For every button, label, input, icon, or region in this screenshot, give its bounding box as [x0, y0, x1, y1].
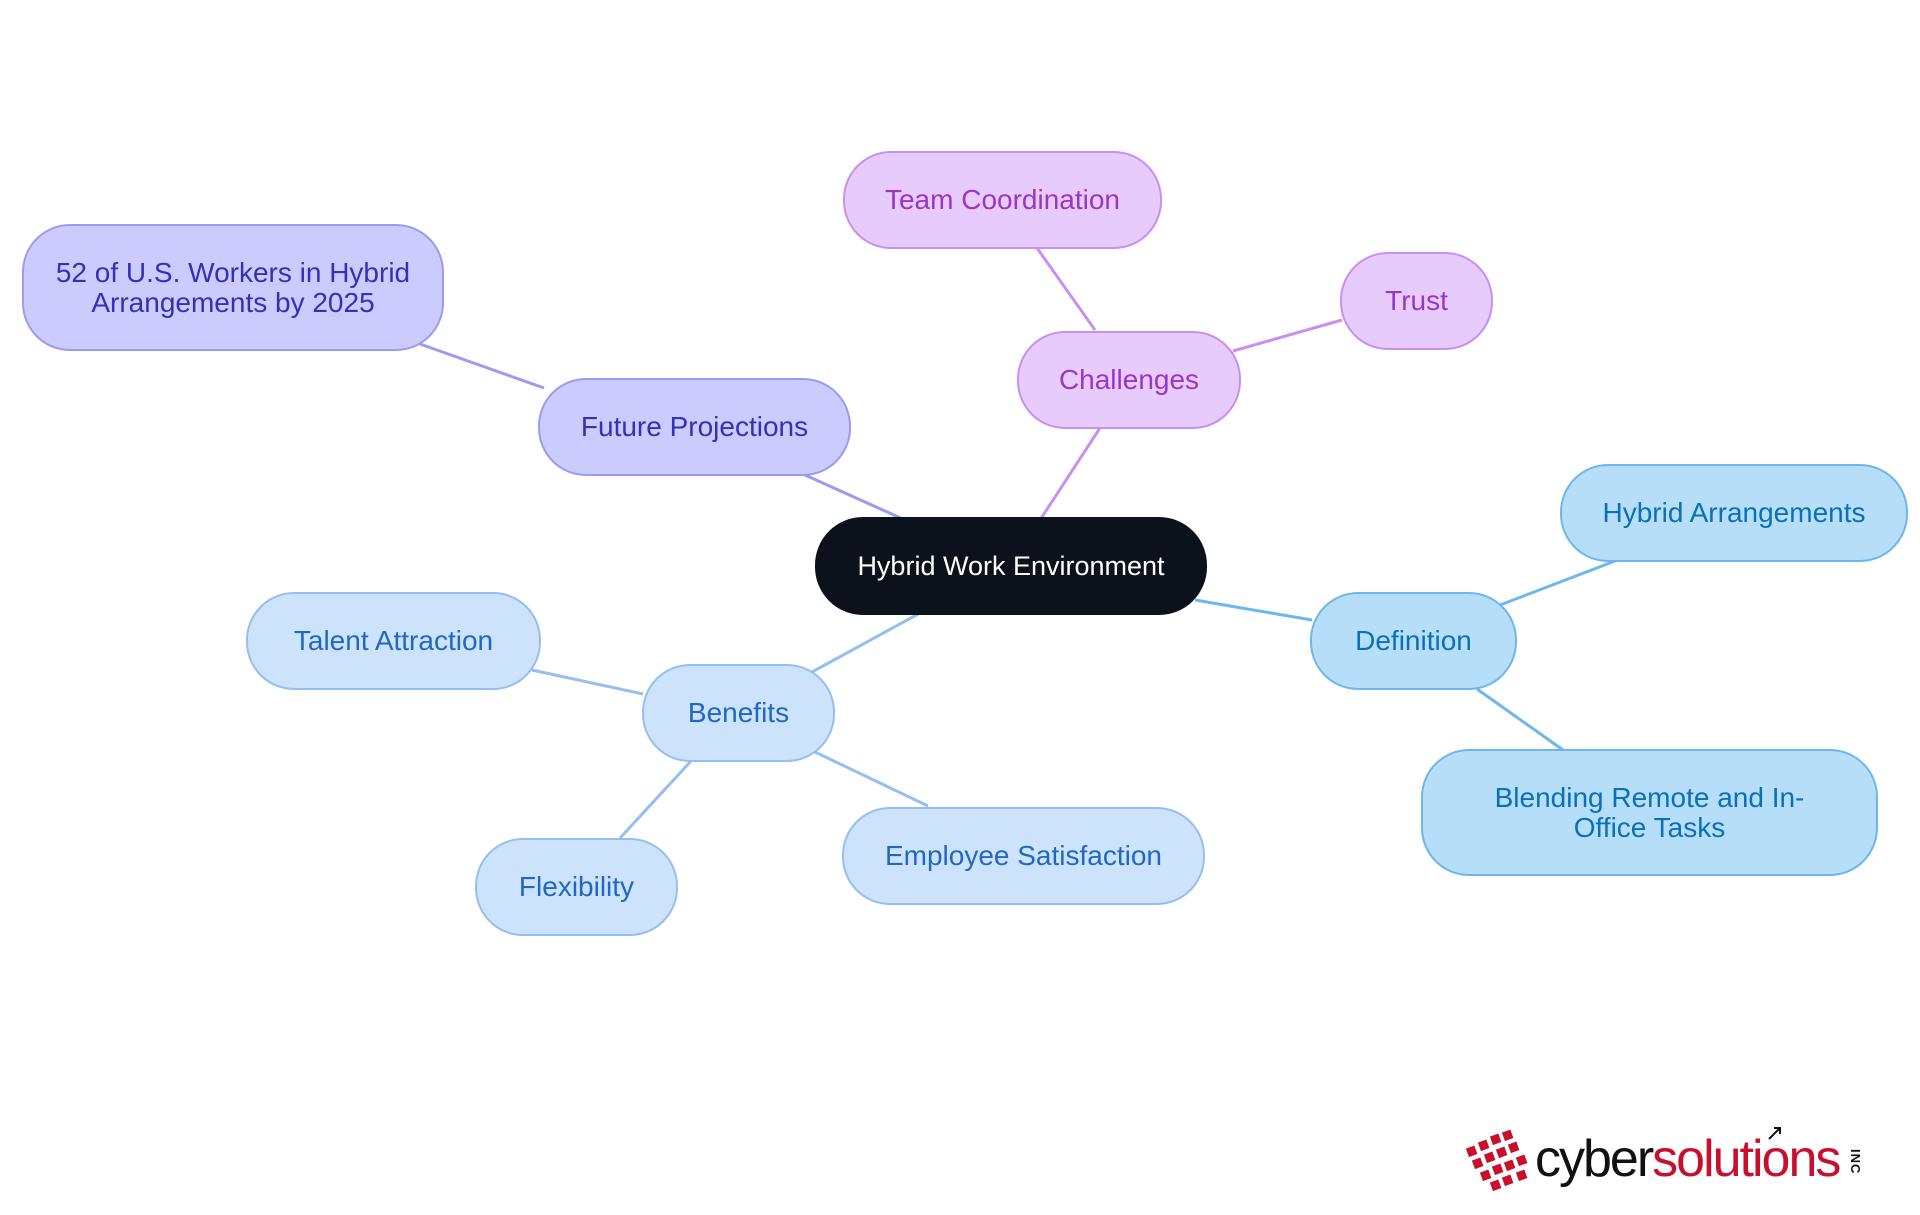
leaf-node-hybrid-workers-2025: 52 of U.S. Workers in Hybrid Arrangement… [22, 224, 444, 351]
leaf-node-team-coordination: Team Coordination [843, 151, 1162, 249]
leaf-label-hybrid-workers-2025: 52 of U.S. Workers in Hybrid Arrangement… [55, 256, 411, 318]
root-node: Hybrid Work Environment [815, 517, 1207, 615]
leaf-label-trust: Trust [1385, 285, 1448, 316]
leaf-label-flexibility: Flexibility [518, 871, 635, 902]
logo-wordmark: cybersolutions [1535, 1129, 1841, 1189]
edge-root-benefits [811, 611, 921, 674]
leaf-node-trust: Trust [1340, 252, 1493, 350]
branch-label-definition: Definition [1355, 625, 1472, 656]
edge-challenges-trust [1232, 318, 1343, 353]
logo-mark-icon [1465, 1129, 1528, 1192]
edge-definition-hybrid-arrangements [1499, 559, 1616, 607]
leaf-node-flexibility: Flexibility [475, 838, 678, 936]
leaf-label-team-coordination: Team Coordination [884, 184, 1121, 215]
edge-root-future-projections [804, 473, 906, 522]
edge-root-definition [1194, 598, 1313, 622]
cybersolutions-logo: cybersolutions INC [1465, 1125, 1875, 1195]
logo-text-solutions: solutions [1652, 1130, 1841, 1188]
leaf-label-employee-satisfaction: Employee Satisfaction [884, 840, 1163, 871]
branch-node-definition: Definition [1310, 592, 1517, 690]
branch-node-benefits: Benefits [642, 664, 835, 762]
edge-challenges-team-coordination [1035, 247, 1097, 331]
leaf-label-talent-attraction: Talent Attraction [293, 625, 494, 656]
root-node-label: Hybrid Work Environment [857, 551, 1165, 581]
branch-label-future-projections: Future Projections [580, 411, 809, 442]
logo-text-cyber: cyber [1535, 1130, 1654, 1188]
branch-label-benefits: Benefits [687, 697, 790, 728]
leaf-label-blending-tasks: Blending Remote and In-Office Tasks [1494, 781, 1805, 843]
logo-suffix-inc: INC [1848, 1149, 1863, 1175]
branch-node-challenges: Challenges [1017, 331, 1241, 429]
leaf-node-talent-attraction: Talent Attraction [246, 592, 541, 690]
branch-node-future-projections: Future Projections [538, 378, 851, 476]
logo-arrow-icon [1768, 1127, 1781, 1140]
edge-benefits-employee-satisfaction [814, 750, 929, 808]
edge-definition-blending-tasks [1476, 687, 1564, 752]
edge-benefits-talent-attraction [531, 668, 644, 696]
leaf-node-hybrid-arrangements: Hybrid Arrangements [1560, 464, 1908, 562]
edge-future-projections-hybrid-workers-2025 [419, 342, 545, 390]
leaf-node-employee-satisfaction: Employee Satisfaction [842, 807, 1205, 905]
leaf-label-hybrid-arrangements: Hybrid Arrangements [1602, 497, 1866, 528]
edge-benefits-flexibility [618, 758, 694, 840]
branch-label-challenges: Challenges [1058, 364, 1200, 395]
edge-root-challenges [1038, 427, 1102, 521]
leaf-node-blending-tasks: Blending Remote and In-Office Tasks [1421, 749, 1878, 876]
